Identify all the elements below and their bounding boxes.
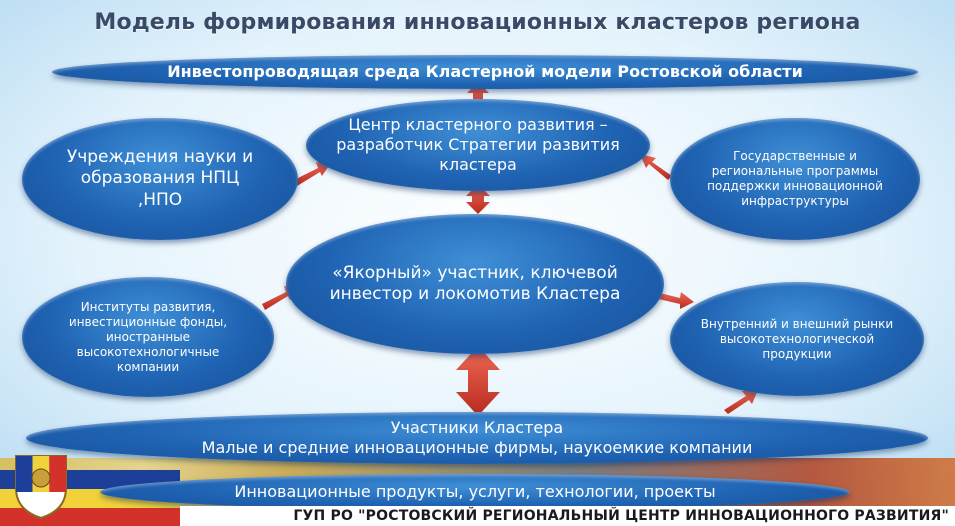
organization-footer: ГУП РО "РОСТОВСКИЙ РЕГИОНАЛЬНЫЙ ЦЕНТР ИН… xyxy=(180,506,955,526)
cluster-participants-subtitle: Малые и средние инновационные фирмы, нау… xyxy=(201,438,753,457)
arrow-centermid-rightmid xyxy=(654,292,694,309)
innovative-products-bar: Инновационные продукты, услуги, технолог… xyxy=(100,474,850,510)
coat-of-arms-emblem xyxy=(15,455,67,520)
anchor-participant-node: «Якорный» участник, ключевой инвестор и … xyxy=(286,214,664,354)
anchor-participant-label: «Якорный» участник, ключевой инвестор и … xyxy=(329,262,621,304)
page-title: Модель формирования инновационных класте… xyxy=(94,10,861,35)
cluster-development-center-label: Центр кластерного развития – разработчик… xyxy=(336,115,620,174)
cluster-development-center-node: Центр кластерного развития – разработчик… xyxy=(306,99,650,191)
investment-environment-label: Инвестопроводящая среда Кластерной модел… xyxy=(167,62,803,81)
development-institutes-label: Институты развития, инвестиционные фонды… xyxy=(68,299,228,374)
arrow-centertop-centermid xyxy=(466,184,490,214)
cluster-participants-bar: Участники Кластера Малые и средние иннов… xyxy=(26,412,928,464)
science-education-node: Учреждения науки и образования НПЦ ,НПО xyxy=(22,118,298,240)
science-education-label: Учреждения науки и образования НПЦ ,НПО xyxy=(66,147,254,210)
markets-node: Внутренний и внешний рынки высокотехноло… xyxy=(670,282,924,396)
markets-label: Внутренний и внешний рынки высокотехноло… xyxy=(700,316,894,361)
cluster-participants-title: Участники Кластера xyxy=(390,418,564,437)
state-programs-label: Государственные и региональные программы… xyxy=(707,149,883,208)
arrow-centermid-bottombar xyxy=(456,346,500,416)
state-programs-node: Государственные и региональные программы… xyxy=(670,118,920,240)
development-institutes-node: Институты развития, инвестиционные фонды… xyxy=(22,277,274,397)
arrow-bottombar-rightmid xyxy=(724,390,758,414)
arrow-lefttop-centertop xyxy=(294,162,330,186)
innovative-products-label: Инновационные продукты, услуги, технолог… xyxy=(234,482,716,501)
investment-environment-bar: Инвестопроводящая среда Кластерной модел… xyxy=(52,55,918,89)
arrow-righttop-centertop xyxy=(640,154,672,180)
